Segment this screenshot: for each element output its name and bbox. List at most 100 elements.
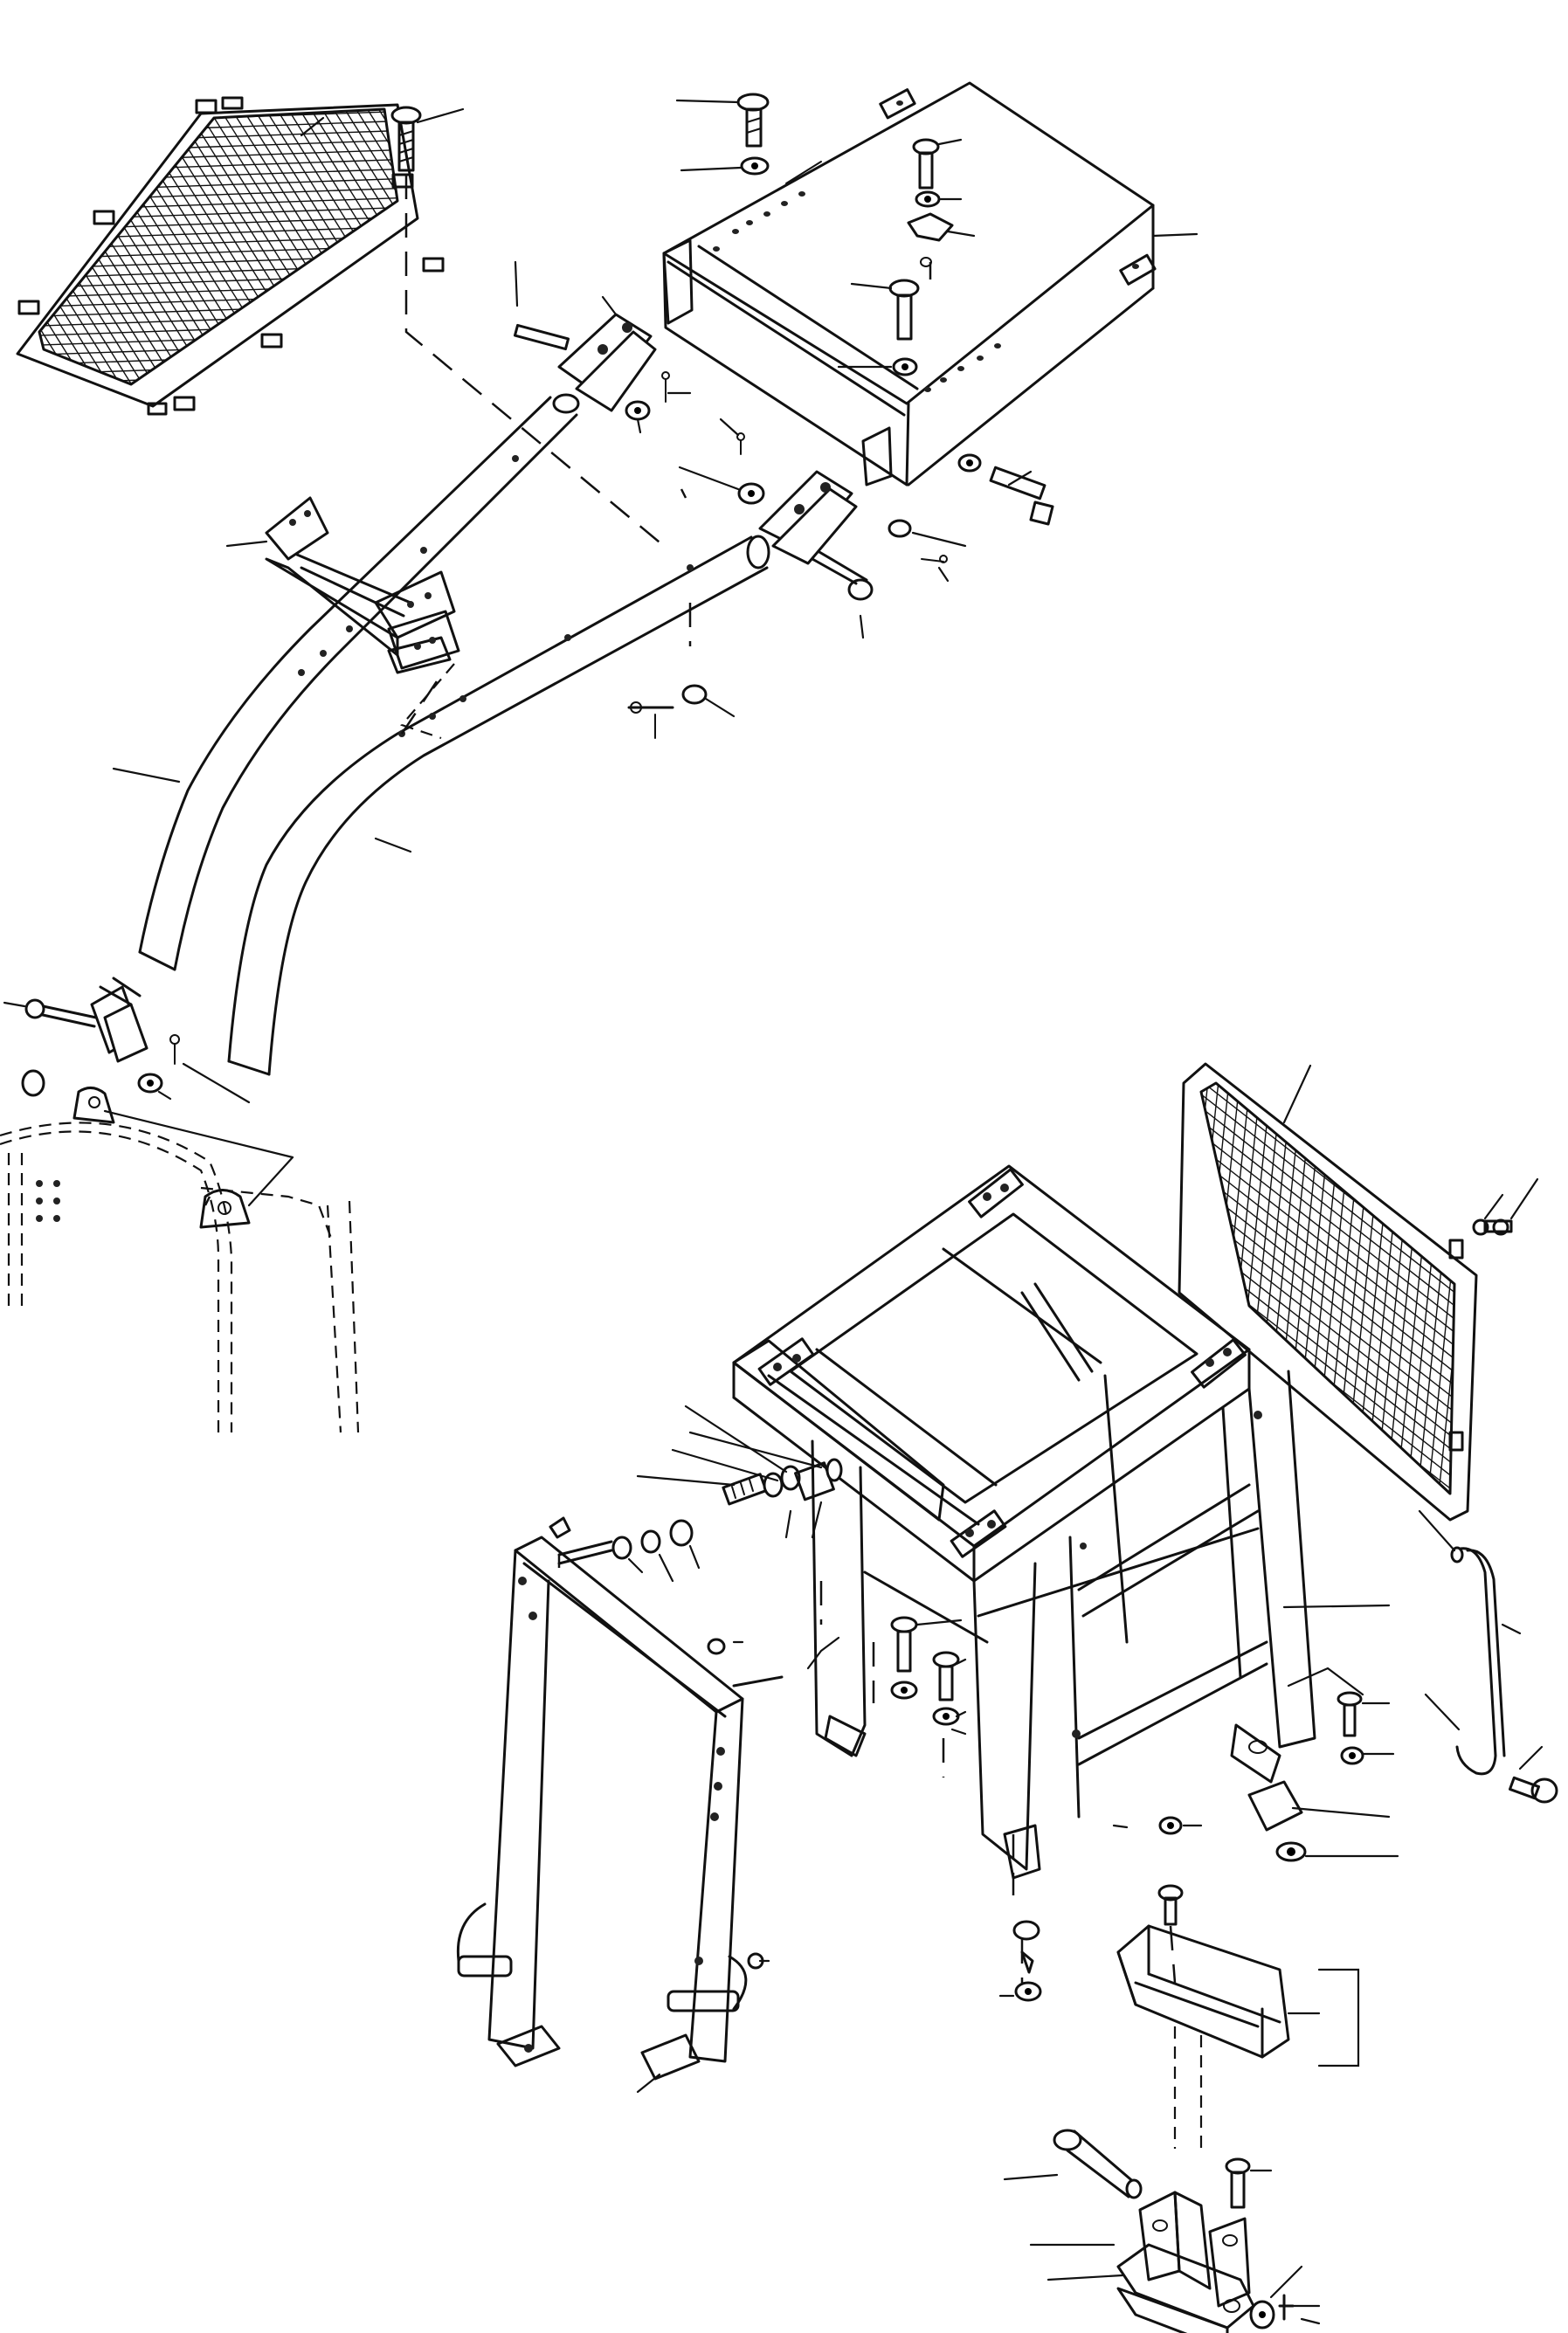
mesh-wire (168, 109, 397, 384)
mesh-wire (39, 109, 397, 384)
mesh-wire (0, 445, 736, 481)
mesh-wire (39, 109, 213, 384)
mesh-wire (0, 417, 735, 452)
mesh-wire (54, 109, 397, 384)
mesh-wire (1526, 773, 1568, 1867)
mesh-wire (39, 109, 222, 384)
mesh-wire (1399, 1083, 1454, 1494)
mesh-wire (994, 717, 1109, 1811)
mesh-wire (755, 692, 870, 1785)
mesh-wire (39, 195, 397, 232)
mesh-wire (1201, 1083, 1454, 1389)
mesh-wire (1201, 1083, 1454, 1494)
mesh-wire (39, 109, 115, 384)
mesh-wire (0, 0, 719, 10)
mesh-wire (0, 24, 721, 59)
mesh-wire (1201, 1083, 1454, 1494)
mesh-wire (1474, 767, 1568, 1860)
mesh-wire (734, 689, 849, 1783)
mesh-wire (39, 109, 320, 384)
fasteners (549, 1405, 1399, 2002)
mesh-wire (1369, 1083, 1454, 1494)
mesh-wire (39, 109, 397, 384)
mesh-wire (39, 109, 91, 384)
mesh-wire (0, 705, 745, 741)
mesh-wire (1306, 1083, 1423, 1494)
mesh-wire (39, 109, 384, 384)
mesh-wire (1243, 1083, 1360, 1494)
mesh-wire (39, 109, 335, 384)
fasteners (3, 93, 1054, 1104)
left-curved-tube (112, 393, 580, 971)
mesh-wire (39, 156, 397, 195)
mesh-wire (94, 109, 397, 384)
mesh-wire (1201, 1321, 1454, 1494)
mesh-wire (1390, 1083, 1454, 1494)
mesh-wire (1201, 1083, 1454, 1372)
mesh-wire (39, 233, 397, 271)
mesh-wire (0, 695, 744, 731)
mesh-wire (1201, 1083, 1214, 1494)
mesh-wire (1431, 1083, 1454, 1494)
mesh-wire (1264, 1083, 1381, 1494)
mesh-wire (39, 166, 397, 204)
mesh-wire (86, 109, 397, 384)
mesh-wire (39, 109, 107, 384)
mesh-wire (1201, 1083, 1454, 1298)
mesh-wire (135, 109, 397, 384)
mesh-wire (1005, 718, 1120, 1812)
mesh-wire (1201, 1083, 1454, 1494)
mesh-wire (1201, 1296, 1454, 1494)
mesh-wire (0, 52, 722, 88)
mesh-wire (0, 561, 740, 597)
mesh-wire (1201, 1083, 1454, 1315)
mesh-wire (1223, 1083, 1340, 1494)
mesh-wire (39, 109, 262, 384)
mesh-wire (39, 109, 230, 384)
mesh-wire (1201, 1083, 1454, 1494)
mesh-wire (39, 109, 397, 384)
mesh-wire (1201, 1083, 1454, 1265)
side-grating-panel (734, 689, 1568, 1867)
mesh-wire (0, 4, 721, 40)
mesh-wire (1420, 1083, 1454, 1494)
mesh-wire (39, 176, 397, 214)
mesh-wire (1201, 1083, 1454, 1339)
mesh-wire (39, 109, 397, 384)
mesh-wire (1201, 1083, 1225, 1494)
mesh-wire (39, 204, 397, 242)
mesh-wire (39, 109, 238, 384)
mesh-wire (1285, 1083, 1402, 1494)
mesh-wire (39, 109, 197, 384)
mesh-wire (0, 0, 719, 1)
mesh-wire (39, 109, 181, 384)
mesh-wire (0, 72, 722, 107)
mesh-wire (39, 109, 397, 384)
mesh-wire (39, 185, 397, 223)
mesh-wire (1316, 1083, 1433, 1494)
mesh-wire (1201, 1288, 1454, 1494)
mesh-wire (0, 522, 738, 558)
mesh-wire (0, 513, 738, 549)
mesh-wire (39, 109, 279, 384)
mesh-wire (39, 109, 397, 147)
mesh-wire (1379, 1083, 1454, 1494)
mesh-wire (1201, 1083, 1235, 1494)
mesh-wire (1201, 1083, 1454, 1494)
mesh-wire (39, 109, 369, 384)
alignment-centerlines (204, 175, 1177, 1984)
mesh-wire (1201, 1083, 1454, 1494)
mesh-wire (1201, 1083, 1454, 1446)
mesh-wire (266, 109, 397, 384)
mesh-wire (1201, 1083, 1454, 1422)
mesh-wire (1201, 1083, 1454, 1494)
mesh-wire (1201, 1205, 1454, 1494)
mesh-wire (1452, 1083, 1454, 1494)
mesh-wire (39, 109, 397, 384)
mesh-wire (39, 109, 59, 384)
hood-mount-lugs (0, 1087, 360, 1433)
mesh-wire (1201, 1083, 1454, 1494)
mesh-wire (1201, 1131, 1454, 1494)
mesh-wire (39, 109, 397, 128)
mesh-wire (1505, 770, 1568, 1864)
